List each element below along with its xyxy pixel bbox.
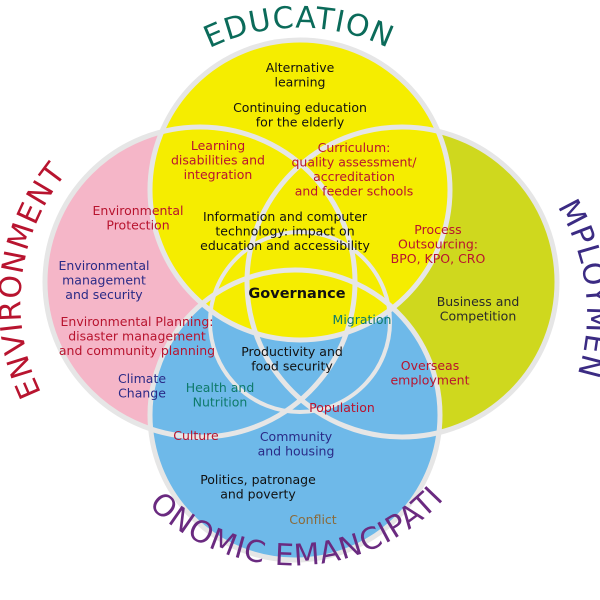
topic-culture: Culture	[173, 428, 219, 443]
topic-line: accreditation	[313, 169, 395, 184]
topic-line: technology: impact on	[215, 224, 354, 239]
topic-line: and community planning	[59, 343, 215, 358]
topic-line: Competition	[440, 309, 517, 324]
governance-ring	[208, 230, 392, 414]
topic-line: Continuing education	[233, 100, 367, 115]
topic-line: Climate	[118, 371, 166, 386]
topic-environmental-planning: Environmental Planning:disaster manageme…	[59, 314, 215, 358]
economic-emancipation-ring	[147, 267, 443, 563]
topic-line: Overseas	[401, 358, 459, 373]
topic-line: and poverty	[220, 487, 296, 502]
topic-line: Politics, patronage	[200, 472, 316, 487]
topic-line: education and accessibility	[200, 238, 370, 253]
topic-line: Nutrition	[193, 395, 248, 410]
topic-line: Business and	[437, 294, 520, 309]
education-circle	[150, 40, 450, 340]
topic-line: Outsourcing:	[398, 237, 478, 252]
topic-line: Environmental	[93, 203, 184, 218]
topic-line: Protection	[106, 218, 169, 233]
topic-line: Productivity and	[241, 344, 343, 359]
topic-line: Environmental Planning:	[61, 314, 214, 329]
topic-line: and housing	[258, 444, 335, 459]
economic-emancipation-circle	[150, 270, 440, 560]
topic-line: Learning	[191, 138, 245, 153]
topic-line: Environmental	[59, 258, 150, 273]
topic-line: disabilities and	[171, 153, 265, 168]
topic-line: learning	[275, 75, 326, 90]
topic-line: Health and	[186, 380, 255, 395]
topic-line: Process	[414, 222, 461, 237]
topic-line: Community	[260, 429, 333, 444]
topic-line: and feeder schools	[295, 184, 414, 199]
topic-line: BPO, KPO, CRO	[391, 251, 486, 266]
topic-line: employment	[390, 373, 469, 388]
topic-line: integration	[184, 167, 253, 182]
topic-curriculum: Curriculum:quality assessment/accreditat…	[291, 140, 417, 199]
education-ring	[147, 37, 453, 343]
topic-governance: Governance	[248, 286, 345, 302]
topic-migration: Migration	[333, 312, 392, 327]
topic-population: Population	[309, 400, 375, 415]
topic-line: for the elderly	[256, 115, 345, 130]
topic-line: Information and computer	[203, 209, 368, 224]
topic-line: Curriculum:	[318, 140, 391, 155]
topic-line: food security	[251, 359, 333, 374]
topic-line: Change	[118, 386, 166, 401]
topic-line: disaster management	[68, 329, 206, 344]
topic-line: management	[62, 273, 146, 288]
topic-conflict: Conflict	[289, 512, 337, 527]
topic-line: quality assessment/	[291, 155, 417, 170]
topic-line: Alternative	[266, 60, 335, 75]
topic-line: and security	[65, 287, 143, 302]
employment-ring	[244, 124, 560, 440]
